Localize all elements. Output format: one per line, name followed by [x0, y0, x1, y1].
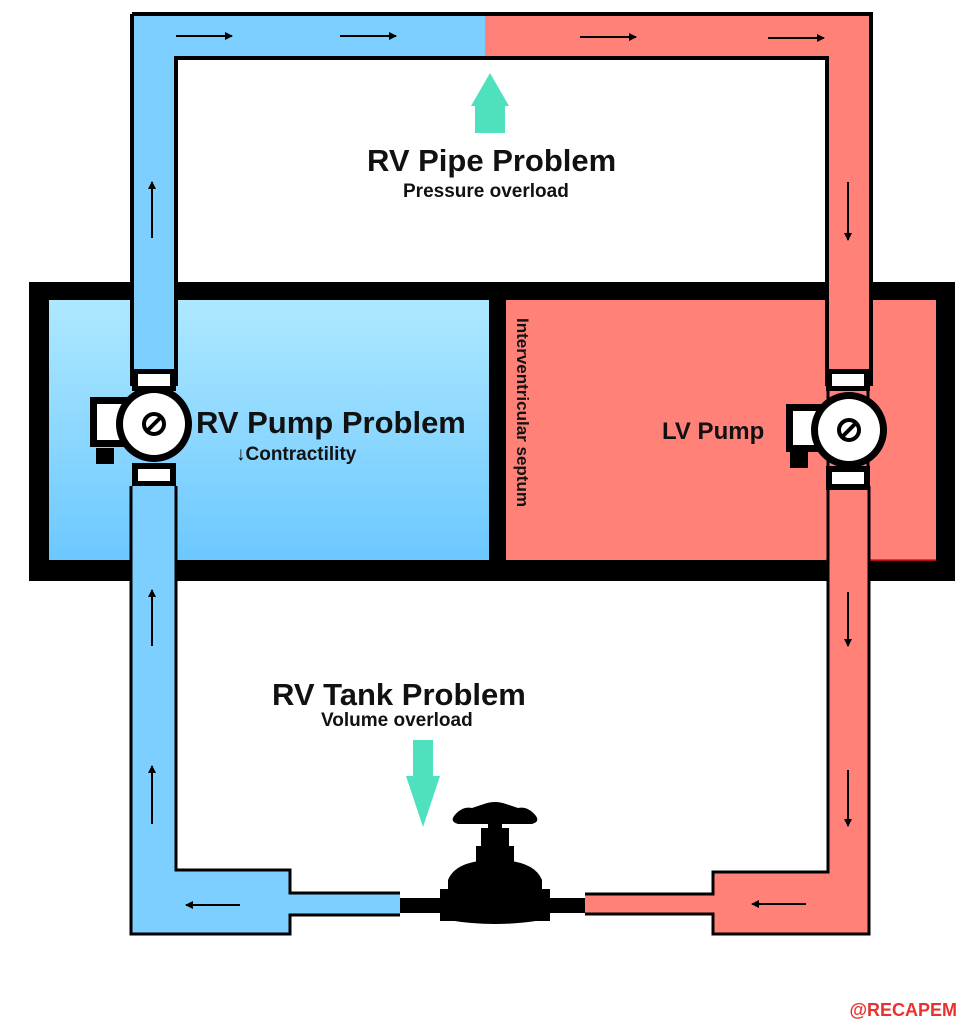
tank-problem-title: RV Tank Problem [272, 677, 526, 712]
rv-pump-title: RV Pump Problem [196, 405, 466, 440]
credit-watermark: @RECAPEM [849, 1000, 957, 1020]
pump-icon [90, 369, 192, 486]
septum-label: Interventricular septum [513, 318, 532, 507]
pipe-problem-title: RV Pipe Problem [367, 143, 617, 178]
tank-problem-subtitle: Volume overload [321, 710, 473, 731]
septum-label-wrap: Interventricular septum [510, 318, 532, 550]
lv-pump-label: LV Pump [662, 418, 765, 445]
down-arrow-icon [406, 740, 440, 827]
rv-pump-subtitle: ↓Contractility [236, 444, 357, 465]
flow-arrows [148, 32, 852, 909]
pipe-problem-subtitle: Pressure overload [403, 181, 569, 202]
pump-icon [786, 369, 887, 490]
interventricular-septum [489, 300, 506, 560]
valve-icon [400, 802, 585, 924]
return-pipe [129, 486, 871, 936]
up-arrow-icon [471, 73, 509, 133]
rv-pipe [130, 12, 873, 386]
